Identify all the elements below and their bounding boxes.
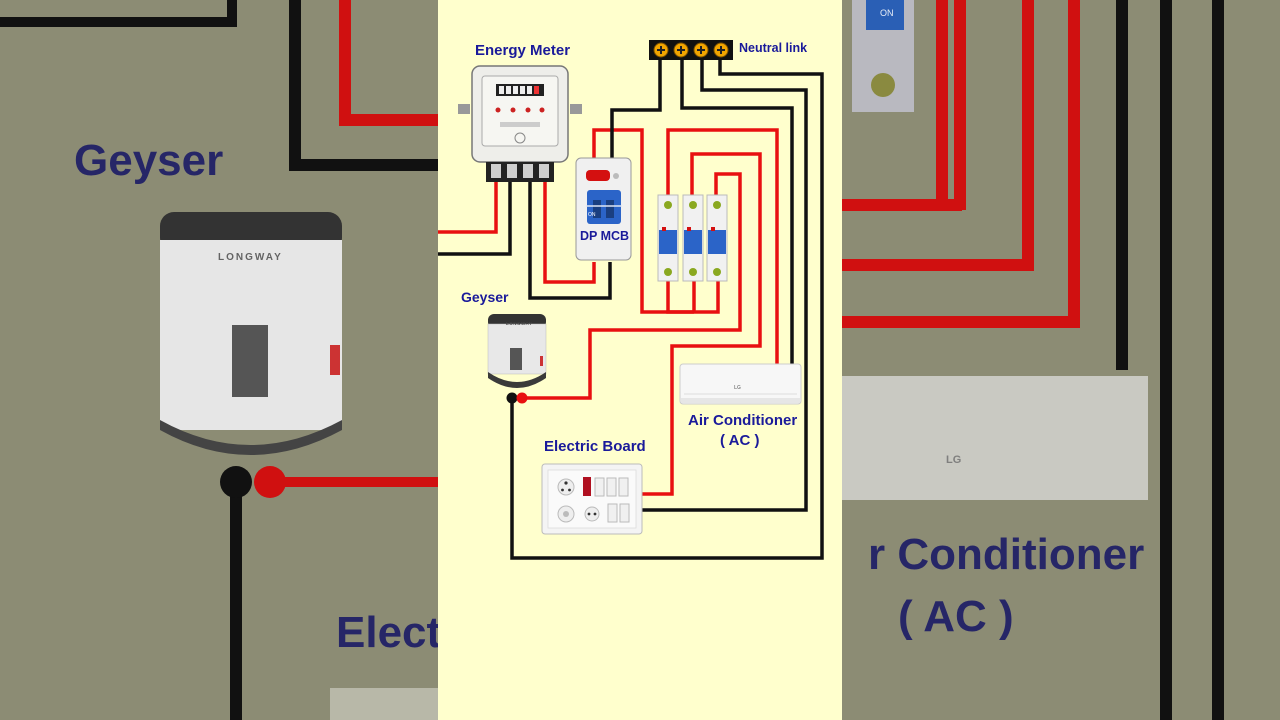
- mcb-terminal-icon: [713, 201, 721, 209]
- right-background-wires: [842, 0, 1224, 720]
- bg-geyser-brand: LONGWAY: [218, 252, 283, 263]
- meter-led-icon: [539, 107, 545, 113]
- mcb-terminal-icon: [689, 268, 697, 276]
- bg-ac-abbrev: ( AC ): [898, 592, 1014, 641]
- bg-mcb-on: ON: [880, 8, 894, 18]
- sp-mcb-3: [706, 194, 728, 282]
- dp-mcb-switch: [587, 190, 621, 224]
- socket-2pin-icon: [584, 506, 600, 522]
- mcb-to-busbar-phase: [592, 128, 720, 314]
- left-background-wires: [0, 0, 438, 720]
- geyser-brand-text: LONGWAY: [506, 321, 533, 326]
- electric-board: [541, 463, 643, 535]
- sp-mcb-1: [657, 194, 679, 282]
- geyser-red-terminal-icon: [516, 392, 528, 404]
- neutral-to-ac: [680, 60, 794, 364]
- bg-mcb-switch: [866, 0, 904, 30]
- bg-plus-icon: [871, 73, 895, 97]
- wiring-diagram: [438, 40, 824, 560]
- energy-meter-label: Energy Meter: [475, 42, 571, 59]
- bg-ac-label: r Conditioner: [868, 530, 1145, 579]
- mcb-on-text: ON: [588, 212, 596, 218]
- mcb1-to-ac-phase: [666, 128, 779, 364]
- meter-led-icon: [495, 107, 501, 113]
- sp-mcb-2: [682, 194, 704, 282]
- right-background: ON LG r Conditioner ( AC ): [842, 0, 1280, 720]
- neutral-link-screw-icon: [653, 42, 669, 58]
- air-conditioner: [679, 363, 802, 405]
- mcb-terminal-icon: [664, 201, 672, 209]
- busbar-phase: [666, 280, 694, 314]
- geyser-display-icon: [232, 325, 268, 397]
- meter-to-mcb-phase: [543, 180, 596, 284]
- meter-terminal-block: [486, 162, 554, 182]
- geyser-black-terminal-icon: [506, 392, 518, 404]
- neutral-link-screw-icon: [713, 42, 729, 58]
- mcb-indicator-icon: [586, 170, 610, 181]
- dp-mcb: [575, 157, 632, 261]
- neutral-link: [649, 40, 733, 60]
- sp-mcb-group: [657, 194, 728, 282]
- neutral-to-geyser: [510, 60, 824, 560]
- geyser-red-terminal-icon: [254, 466, 286, 498]
- socket-round-icon: [557, 505, 575, 523]
- meter-led-icon: [525, 107, 531, 113]
- neutral-to-board: [642, 60, 808, 512]
- mcb-terminal-icon: [664, 268, 672, 276]
- bg-ac-brand: LG: [946, 454, 962, 466]
- neutral-link-label: Neutral link: [739, 41, 808, 55]
- socket-3pin-icon: [557, 478, 575, 496]
- wiring-diagram-panel: LONGWAY ON LG Energy Meter Neutral link …: [438, 0, 842, 720]
- left-background: Geyser LONGWAY Elect: [0, 0, 438, 720]
- wires: [438, 60, 824, 560]
- geyser: [487, 314, 547, 404]
- supply-neutral-wire: [438, 180, 512, 256]
- geyser-label: Geyser: [461, 289, 509, 305]
- geyser-black-terminal-icon: [220, 466, 252, 498]
- meter-to-mcb-neutral: [528, 180, 612, 300]
- ac-abbrev-label: ( AC ): [720, 432, 760, 449]
- geyser-display-icon: [510, 348, 522, 370]
- neutral-link-screw-icon: [693, 42, 709, 58]
- electric-board-label: Electric Board: [544, 438, 646, 455]
- mcb2-to-board-phase: [642, 152, 762, 496]
- mcb-to-neutral-link: [610, 60, 662, 160]
- mcb-terminal-icon: [713, 268, 721, 276]
- air-conditioner-label: Air Conditioner: [688, 412, 798, 429]
- bg-geyser-label: Geyser: [74, 136, 224, 185]
- ac-brand-text: LG: [734, 385, 741, 391]
- supply-phase-wire: [438, 180, 498, 234]
- bg-ac-unit: [842, 376, 1148, 500]
- neutral-link-screw-icon: [673, 42, 689, 58]
- mcb-terminal-icon: [689, 201, 697, 209]
- meter-led-icon: [510, 107, 516, 113]
- dp-mcb-label: DP MCB: [580, 229, 630, 243]
- board-red-switch: [583, 477, 591, 496]
- energy-meter: [458, 65, 582, 182]
- mcb3-to-geyser-phase: [522, 172, 742, 400]
- bg-electric-label: Elect: [336, 608, 438, 657]
